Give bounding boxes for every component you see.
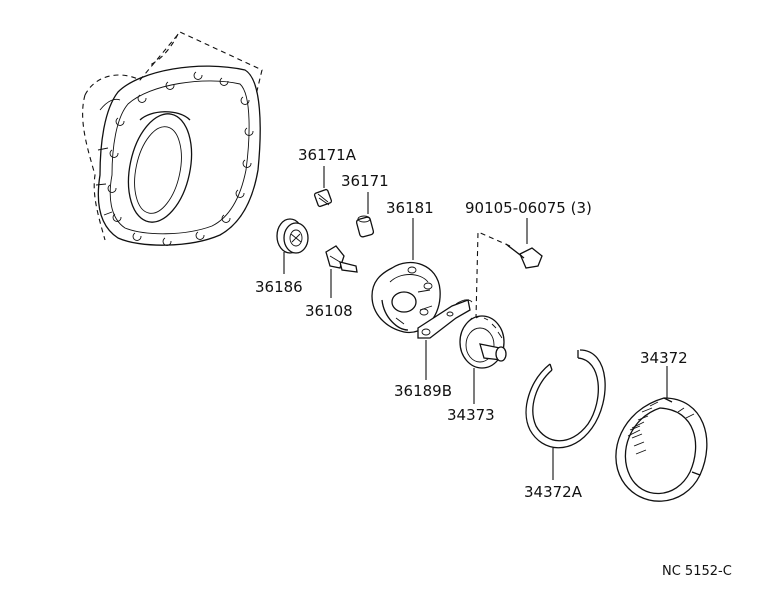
label-36186: 36186 [255,278,303,296]
label-36189B: 36189B [394,382,452,400]
bearing-36186 [276,218,309,274]
spring-36171A [313,166,333,208]
drawing-code: NC 5152-C [662,564,732,579]
shaft-36108 [325,245,358,298]
label-36108: 36108 [305,302,353,320]
label-36181: 36181 [386,199,434,217]
label-34372: 34372 [640,349,688,367]
snap-ring-34372A [525,349,606,480]
gear-34373 [459,315,507,404]
pump-housing-36181 [371,218,441,334]
pin-36171 [355,192,375,238]
label-34373: 34373 [447,406,495,424]
label-36171: 36171 [341,172,389,190]
label-36171A: 36171A [298,146,357,164]
label-90105-06075: 90105-06075 (3) [465,199,592,217]
ring-gear-34372 [615,366,708,502]
label-34372A: 34372A [524,483,583,501]
lever-plate-36189B [417,299,473,380]
transmission-case [82,31,263,246]
bolt-90105 [475,218,543,319]
